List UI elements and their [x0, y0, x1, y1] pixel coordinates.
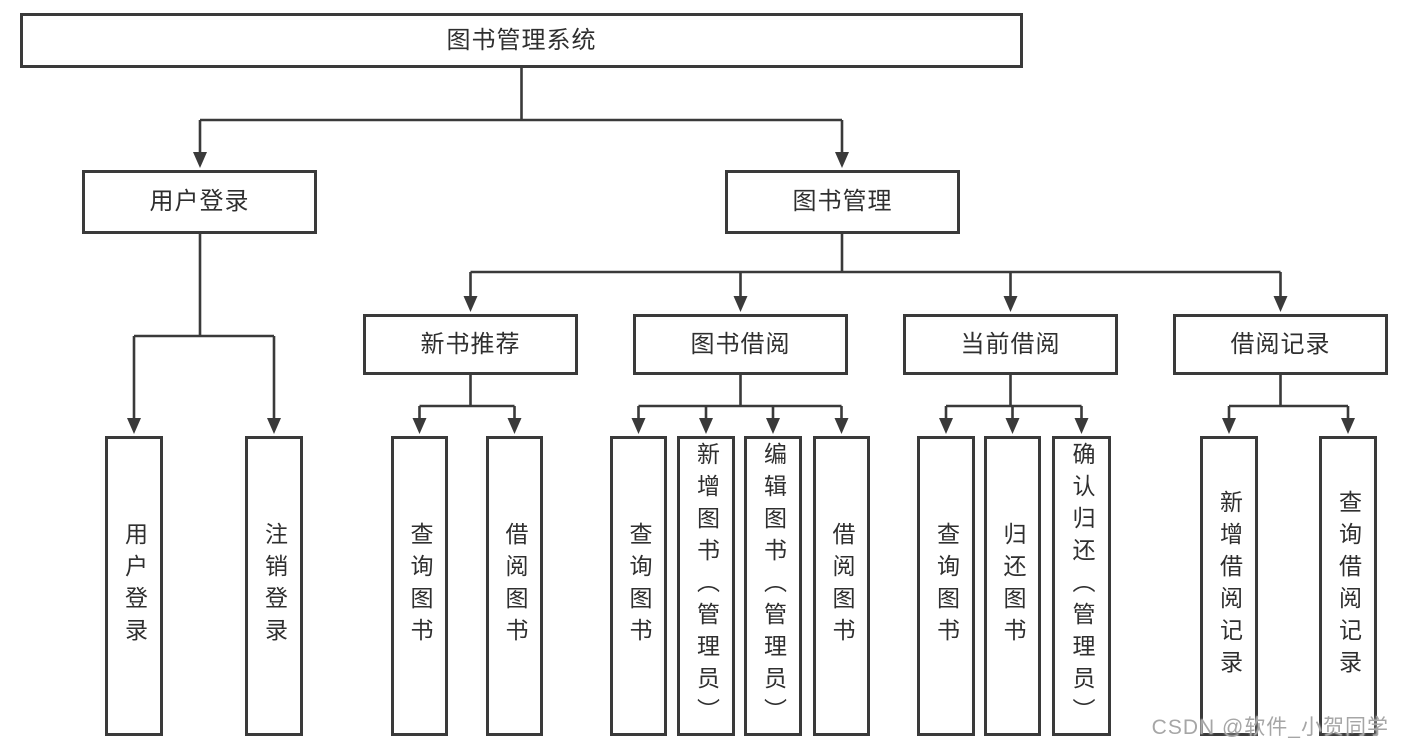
leaf-query-borrow-record: 查询借阅记录 [1319, 436, 1377, 736]
leaf-logout: 注销登录 [245, 436, 303, 736]
leaf-query-books-borrow-label: 查询图书 [626, 522, 652, 650]
leaf-add-borrow-record: 新增借阅记录 [1200, 436, 1258, 736]
connector-root-split [198, 68, 844, 153]
node-user-login-label: 用户登录 [149, 188, 250, 215]
leaf-borrow-books: 借阅图书 [813, 436, 870, 736]
arrowhead [631, 418, 646, 434]
node-borrow-records: 借阅记录 [1173, 314, 1388, 375]
arrowhead [1074, 418, 1089, 434]
connector-mgmt-split [469, 234, 1282, 297]
node-new-book-recommend: 新书推荐 [363, 314, 578, 375]
leaf-borrow-books-label: 借阅图书 [829, 522, 855, 650]
leaf-query-books-borrow: 查询图书 [610, 436, 667, 736]
leaf-edit-books-admin: 编辑图书（管理员） [744, 436, 802, 736]
arrowhead [699, 418, 713, 434]
leaf-logout-label: 注销登录 [261, 522, 288, 650]
leaf-add-books-admin: 新增图书（管理员） [677, 436, 735, 736]
node-current-borrow: 当前借阅 [903, 314, 1118, 375]
arrowhead [463, 296, 478, 312]
leaf-borrow-books-recommend: 借阅图书 [486, 436, 543, 736]
leaf-query-borrow-record-label: 查询借阅记录 [1335, 490, 1362, 682]
arrowhead [835, 152, 849, 168]
leaf-query-books-recommend: 查询图书 [391, 436, 448, 736]
leaf-add-books-admin-label: 新增图书（管理员） [693, 442, 720, 730]
connector-sec0-split [418, 375, 516, 419]
arrowhead [1341, 418, 1355, 434]
arrowhead [834, 418, 849, 434]
node-book-management-label: 图书管理 [792, 188, 893, 215]
arrowhead [733, 296, 748, 312]
connector-sec3-split [1227, 375, 1350, 419]
leaf-query-books-current: 查询图书 [917, 436, 975, 736]
arrowhead [193, 152, 207, 168]
node-book-management: 图书管理 [725, 170, 960, 234]
node-user-login: 用户登录 [82, 170, 317, 234]
arrowhead [1005, 418, 1020, 434]
leaf-confirm-return-admin-label: 确认归还（管理员） [1069, 442, 1095, 730]
node-root-system: 图书管理系统 [20, 13, 1023, 68]
connector-login-split [132, 234, 276, 419]
watermark: CSDN @软件_小贺同学 [1151, 716, 1389, 739]
arrowhead [1273, 296, 1288, 312]
connector-sec2-split [944, 375, 1083, 419]
arrowhead [267, 418, 281, 434]
arrowhead [939, 418, 953, 434]
leaf-user-login: 用户登录 [105, 436, 163, 736]
leaf-user-login-label: 用户登录 [121, 522, 148, 650]
arrowhead [766, 418, 780, 434]
leaf-borrow-books-recommend-label: 借阅图书 [502, 522, 528, 650]
leaf-return-books-label: 归还图书 [1000, 522, 1026, 650]
node-current-borrow-label: 当前借阅 [960, 330, 1061, 358]
node-root-system-label: 图书管理系统 [446, 26, 597, 54]
node-borrow-records-label: 借阅记录 [1230, 330, 1331, 358]
node-book-borrow-label: 图书借阅 [690, 330, 791, 358]
leaf-edit-books-admin-label: 编辑图书（管理员） [760, 442, 787, 730]
leaf-add-borrow-record-label: 新增借阅记录 [1216, 490, 1243, 682]
leaf-query-books-current-label: 查询图书 [933, 522, 960, 650]
connector-sec1-split [637, 375, 843, 419]
leaf-return-books: 归还图书 [984, 436, 1041, 736]
arrowhead [127, 418, 141, 434]
node-book-borrow: 图书借阅 [633, 314, 848, 375]
leaf-confirm-return-admin: 确认归还（管理员） [1052, 436, 1111, 736]
node-new-book-recommend-label: 新书推荐 [420, 330, 521, 358]
arrowhead [1222, 418, 1236, 434]
arrowhead [507, 418, 522, 434]
leaf-query-books-recommend-label: 查询图书 [407, 522, 433, 650]
arrowhead [1003, 296, 1018, 312]
arrowhead [412, 418, 427, 434]
